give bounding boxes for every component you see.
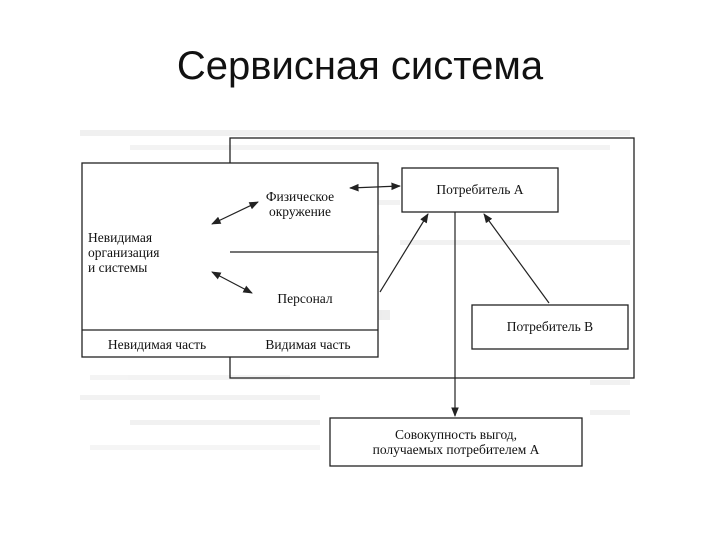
invisible-part-label: Невидимая часть [107, 337, 207, 352]
arrow-org-physical [211, 201, 259, 225]
arrow-personnel-consumer-a [379, 213, 429, 293]
organization-box [81, 162, 379, 358]
visible-part-label: Видимая часть [265, 337, 351, 352]
benefits-box [329, 417, 583, 467]
invisible-org-line-3: и системы [88, 260, 148, 275]
personnel-label: Персонал [277, 291, 333, 306]
consumer-b-box [471, 304, 629, 350]
benefits-line-2: получаемых потребителем A [372, 442, 540, 457]
physical-environment-line-2: окружение [268, 204, 332, 219]
benefits-label: Совокупность выгод, получаемых потребите… [330, 427, 582, 457]
consumer-a-box [401, 167, 559, 213]
invisible-organization-label: Невидимая организация и системы [88, 230, 208, 275]
consumer-b-label: Потребитель B [506, 319, 594, 334]
arrow-consumer-b-consumer-a [483, 213, 550, 304]
invisible-org-line-2: организация [88, 245, 160, 260]
physical-environment-line-1: Физическое [265, 189, 335, 204]
benefits-line-1: Совокупность выгод, [394, 427, 518, 442]
arrow-physical-consumer-a [349, 182, 401, 192]
arrow-org-personnel [211, 271, 253, 294]
invisible-org-line-1: Невидимая [88, 230, 153, 245]
consumer-a-label: Потребитель A [436, 182, 524, 197]
slide-title: Сервисная система [176, 44, 544, 88]
physical-environment-label: Физическое окружение [250, 189, 350, 219]
